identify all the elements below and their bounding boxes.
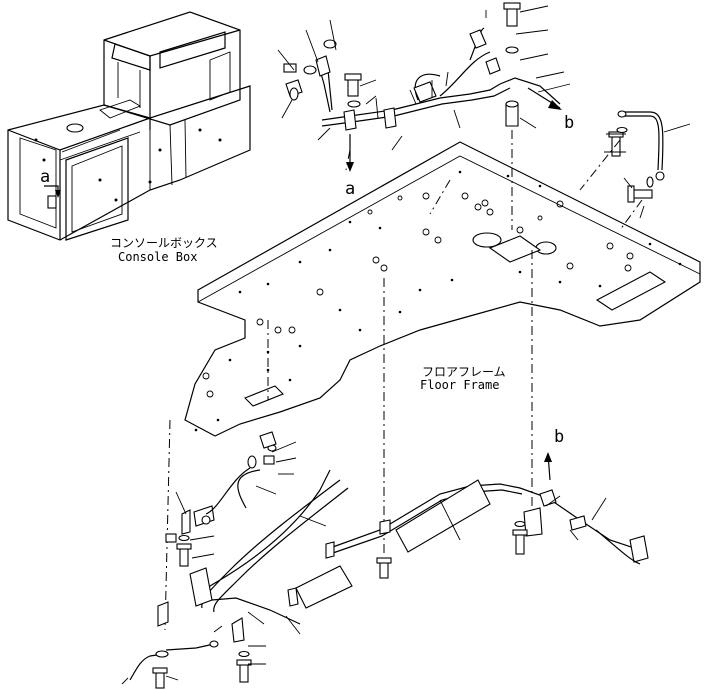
floor-frame-jp-label: フロアフレーム — [422, 365, 506, 379]
view-b-lower-label: b — [554, 427, 564, 447]
console-box-drawing — [7, 11, 251, 241]
console-box-jp-label: コンソールボックス — [110, 236, 218, 250]
console-box-en-label: Console Box — [118, 250, 197, 264]
view-a-upper-label: a — [345, 179, 355, 199]
floor-frame-en-label: Floor Frame — [420, 378, 499, 392]
floor-frame-drawing — [184, 141, 701, 437]
alignment-lines — [164, 130, 643, 631]
view-a-console-label: a — [40, 167, 50, 187]
view-b-upper-label: b — [564, 113, 574, 133]
lower-harness-drawing — [129, 431, 649, 689]
upper-harness-drawing — [283, 2, 665, 203]
leader-lines — [121, 5, 691, 685]
